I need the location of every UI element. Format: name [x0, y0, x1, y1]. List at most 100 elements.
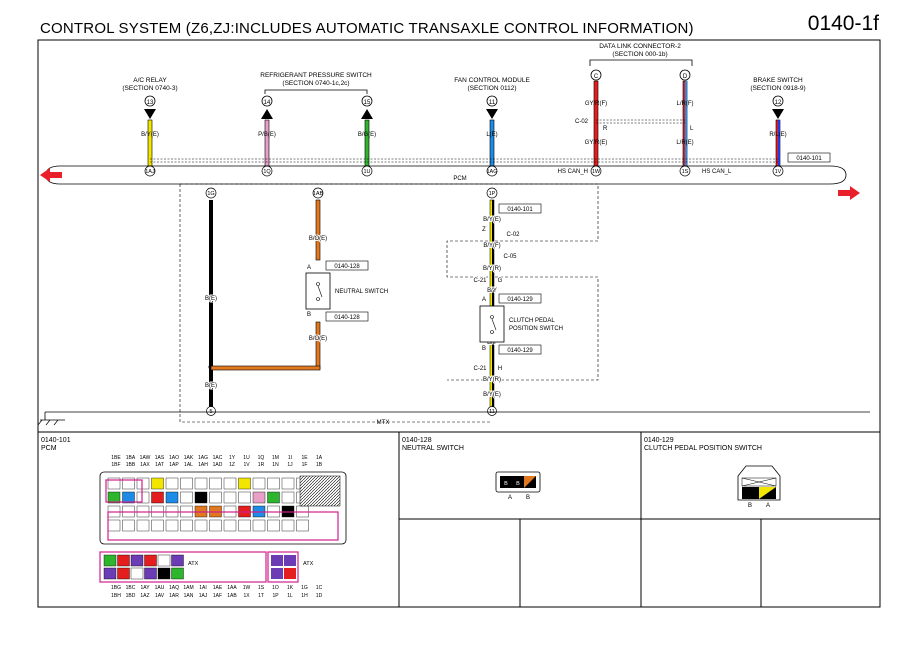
svg-text:B: B [504, 481, 508, 487]
svg-text:15: 15 [364, 100, 371, 106]
refrig-switch-section: (SECTION 0740-1c,2c) [282, 80, 349, 87]
svg-text:B/Y: B/Y [487, 288, 497, 294]
pcm-cell [165, 519, 179, 532]
pcm-pin-label: 1BG [111, 585, 121, 591]
atx-cell [144, 567, 157, 580]
atx-cell [157, 567, 171, 580]
black-ground-wire: B(E) B(E) 5 [204, 200, 218, 416]
right-continue-arrow-icon [838, 186, 860, 200]
pcm-cell [194, 477, 208, 490]
pcm-pin-label: 1W [243, 585, 251, 591]
clutch-switch-name-1: CLUTCH PEDAL [509, 318, 555, 324]
svg-text:D: D [683, 74, 688, 80]
pcm-pin-label: 1AJ [199, 593, 208, 599]
svg-text:B/G(E): B/G(E) [358, 132, 376, 138]
svg-text:B/Y(R): B/Y(R) [483, 266, 501, 272]
pcm-pin-label: 1AS [155, 455, 165, 461]
refrig-switch-name: REFRIGERANT PRESSURE SWITCH [260, 72, 372, 79]
svg-text:1S: 1S [682, 169, 689, 175]
atx-label-2: ATX [303, 561, 314, 567]
svg-text:L(E): L(E) [486, 132, 497, 138]
pcm-cell [122, 491, 135, 504]
pcm-pin-label: 1Y [229, 455, 236, 461]
pcm-pin-label: 1AC [213, 455, 223, 461]
svg-text:A: A [307, 265, 311, 271]
atx-cell [171, 567, 184, 580]
svg-text:1W: 1W [592, 169, 601, 175]
svg-text:11: 11 [489, 100, 496, 106]
pcm-cell [252, 477, 266, 490]
pcm-pin-label: 1AA [227, 585, 237, 591]
pcm-pin-label: 1A [316, 455, 323, 461]
clutch-panel-ref: 0140-129 [644, 437, 674, 444]
pcm-pin-label: 1BD [126, 593, 136, 599]
pcm-cell [223, 519, 237, 532]
pcm-cell [122, 477, 135, 490]
brake-switch-section: (SECTION 0918-9) [750, 85, 805, 92]
ac-relay-wire: 13 B/Y(E) [141, 95, 159, 167]
svg-text:1U: 1U [363, 169, 370, 175]
atx-cell [157, 554, 171, 567]
svg-text:C: C [594, 74, 599, 80]
pcm-pin-label: 1F [302, 462, 308, 468]
svg-text:B(E): B(E) [205, 296, 217, 302]
svg-text:C-02: C-02 [506, 232, 520, 238]
refrig-wire-a: 14 P/B(E) [258, 95, 276, 167]
brake-switch-name: BRAKE SWITCH [753, 77, 803, 84]
pcm-pin-label: 1AM [183, 585, 193, 591]
pcm-pin-label: 1BC [126, 585, 136, 591]
clutch-switch-connector: B A [737, 465, 781, 509]
brake-switch-wire: 12 R/L(E) [769, 95, 787, 167]
atx-cell [117, 567, 130, 580]
svg-text:B/Y(R): B/Y(R) [483, 377, 501, 383]
pcm-cell [296, 519, 309, 532]
pcm-pin-label: 1AB [227, 593, 237, 599]
svg-text:B: B [516, 481, 520, 487]
can-h-label: HS CAN_H [558, 169, 588, 175]
svg-text:1Q: 1Q [263, 169, 271, 175]
pcm-pin-label: 1S [258, 585, 265, 591]
svg-text:B: B [482, 346, 486, 352]
neutral-switch-name: NEUTRAL SWITCH [335, 289, 388, 295]
pcm-pin-label: 1K [287, 585, 294, 591]
pcm-pin-label: 1Q [258, 455, 265, 461]
pcm-panel-ref: 0140-101 [41, 437, 71, 444]
dlc2-name: DATA LINK CONNECTOR-2 [599, 43, 681, 50]
pcm-cell [209, 491, 222, 504]
pcm-pin-label: 1AF [213, 593, 222, 599]
pcm-cell [136, 519, 150, 532]
svg-text:R: R [603, 126, 608, 132]
pcm-label: PCM [453, 176, 466, 182]
pcm-pin-label: 1AV [155, 593, 165, 599]
svg-text:1AJ: 1AJ [145, 169, 155, 175]
pcm-pin-label: 1AZ [140, 593, 149, 599]
svg-text:R/L(E): R/L(E) [769, 132, 786, 138]
svg-text:A: A [766, 503, 770, 509]
fan-module-wire: 11 L(E) [486, 95, 498, 167]
atx-cell [103, 567, 117, 580]
svg-text:1P: 1P [489, 191, 496, 197]
pcm-cell [165, 477, 179, 490]
can-l-label: HS CAN_L [702, 169, 732, 175]
svg-text:A: A [508, 495, 512, 501]
dlc2-section: (SECTION 000-1b) [612, 51, 667, 58]
svg-text:12: 12 [775, 100, 782, 106]
svg-text:L: L [690, 126, 694, 132]
pcm-pin-label: 1H [301, 593, 308, 599]
pcm-cell [180, 491, 193, 504]
pcm-cell [194, 491, 208, 504]
fan-module-name: FAN CONTROL MODULE [454, 77, 530, 84]
pcm-pin-label: 1AQ [169, 585, 179, 591]
pcm-cell [107, 477, 121, 490]
pcm-cell [252, 491, 266, 504]
pcm-cell [209, 477, 222, 490]
pcm-cell [151, 519, 164, 532]
svg-text:B/O(E): B/O(E) [309, 236, 327, 242]
pcm-cell [281, 477, 295, 490]
pcm-cell [165, 491, 179, 504]
svg-text:0140-101: 0140-101 [507, 207, 533, 213]
svg-text:H: H [498, 366, 502, 372]
svg-text:1AB: 1AB [313, 191, 324, 197]
pcm-cell [267, 519, 280, 532]
svg-text:L/R(E): L/R(E) [676, 140, 693, 146]
